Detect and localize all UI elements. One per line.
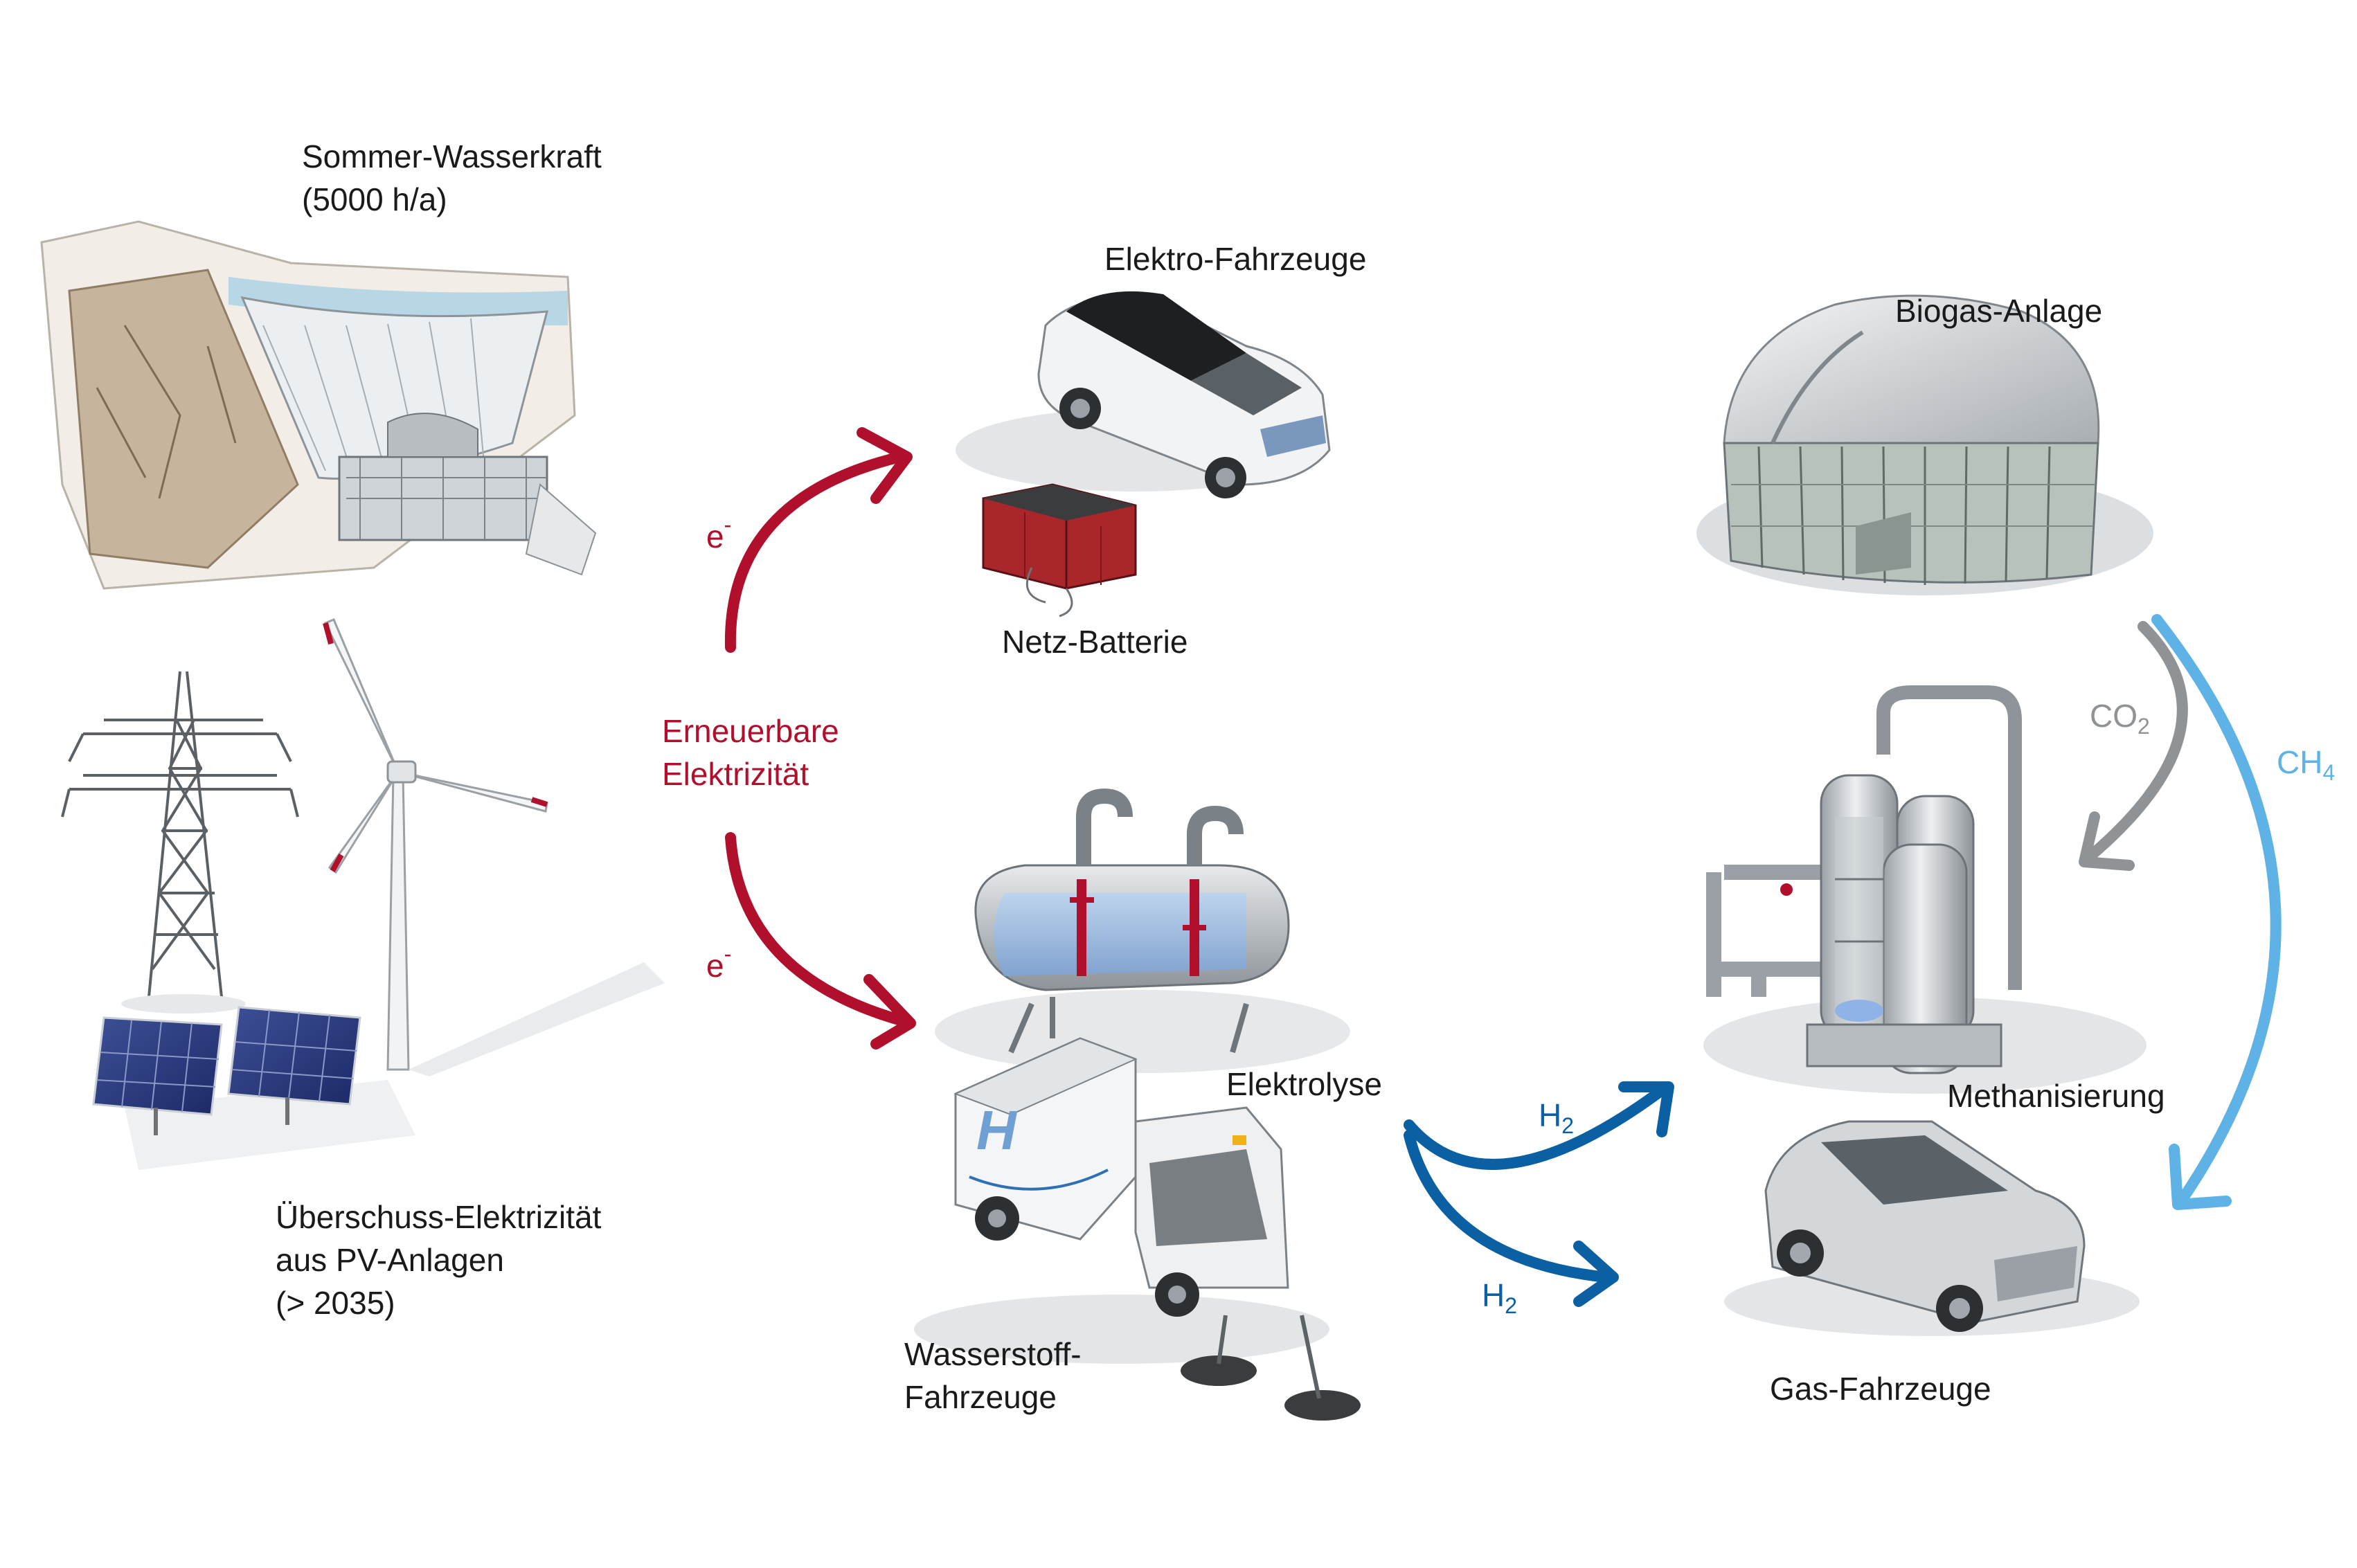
- electricity-arrow-lower: [725, 832, 916, 1049]
- hydrogen-vehicles-line1: Wasserstoff-: [904, 1336, 1082, 1372]
- hydro-label-line1: Sommer-Wasserkraft: [302, 138, 602, 174]
- h2-label-upper: H2: [1539, 1094, 1574, 1147]
- hydrogen-arrow-upper: [1404, 1081, 1674, 1170]
- co2-arrow: [2079, 621, 2188, 871]
- renewable-label-line1: Erneuerbare: [662, 713, 839, 749]
- electron-label-upper-sup: -: [724, 512, 732, 537]
- electric-vehicles-label: Elektro-Fahrzeuge: [1104, 241, 1367, 277]
- h2-label-lower: H2: [1482, 1274, 1517, 1327]
- hydrogen-vehicles-line2: Fahrzeuge: [904, 1379, 1057, 1415]
- surplus-label-line2: aus PV-Anlagen: [276, 1242, 504, 1278]
- hydrogen-arrow-lower: [1404, 1130, 1619, 1307]
- ch4-label-sub: 4: [2322, 760, 2336, 785]
- ch4-label-main: CH: [2277, 744, 2323, 780]
- surplus-electricity-label: Überschuss-Elektrizität aus PV-Anlagen (…: [276, 1196, 601, 1324]
- surplus-label-line1: Überschuss-Elektrizität: [276, 1199, 602, 1235]
- electrolyser-tank-icon: [935, 788, 1350, 1073]
- hydrogen-sweeper-icon: H: [914, 1037, 1361, 1421]
- electron-label-lower: e-: [706, 932, 731, 987]
- h2-label-upper-sub: 2: [1561, 1113, 1575, 1138]
- electron-label-lower-main: e: [706, 948, 724, 984]
- sweeper-h2-decal: H: [976, 1099, 1018, 1161]
- wind-turbine-icon: [323, 618, 665, 1076]
- hydro-label: Sommer-Wasserkraft (5000 h/a): [302, 135, 602, 221]
- ch4-label: CH4: [2277, 741, 2335, 794]
- biogas-label: Biogas-Anlage: [1895, 293, 2103, 329]
- electron-label-upper-main: e: [706, 519, 724, 555]
- ch4-arrow: [2151, 614, 2282, 1210]
- h2-label-lower-main: H: [1482, 1277, 1505, 1313]
- renewable-label-line2: Elektrizität: [662, 756, 809, 792]
- hydro-dam-icon: [40, 220, 597, 590]
- power-pylon-icon: [61, 671, 299, 998]
- co2-label: CO2: [2090, 694, 2150, 748]
- electrolysis-label: Elektrolyse: [1226, 1066, 1382, 1102]
- pylon-shadow: [121, 994, 246, 1013]
- renewable-electricity-label: Erneuerbare Elektrizität: [662, 710, 839, 795]
- co2-label-main: CO: [2090, 698, 2138, 734]
- electron-label-upper: e-: [706, 503, 731, 558]
- electron-label-lower-sup: -: [724, 941, 732, 966]
- electricity-arrow-upper: [724, 427, 913, 653]
- surplus-label-line3: (> 2035): [276, 1285, 395, 1321]
- methanation-label: Methanisierung: [1947, 1078, 2165, 1114]
- grid-battery-label: Netz-Batterie: [1002, 624, 1188, 660]
- gas-vehicles-label: Gas-Fahrzeuge: [1770, 1371, 1991, 1407]
- gas-car-icon: [1724, 1120, 2140, 1336]
- solar-panel-icon: [92, 1006, 415, 1170]
- hydro-label-line2: (5000 h/a): [302, 181, 447, 217]
- biogas-dome-icon: [1696, 294, 2153, 595]
- electric-car-icon: [956, 291, 1331, 498]
- hydrogen-vehicles-label: Wasserstoff- Fahrzeuge: [904, 1333, 1082, 1418]
- h2-label-lower-sub: 2: [1505, 1293, 1518, 1318]
- battery-icon: [982, 483, 1137, 618]
- h2-label-upper-main: H: [1539, 1097, 1562, 1133]
- co2-label-sub: 2: [2138, 714, 2150, 739]
- methanation-reactor-icon: [1703, 685, 2147, 1094]
